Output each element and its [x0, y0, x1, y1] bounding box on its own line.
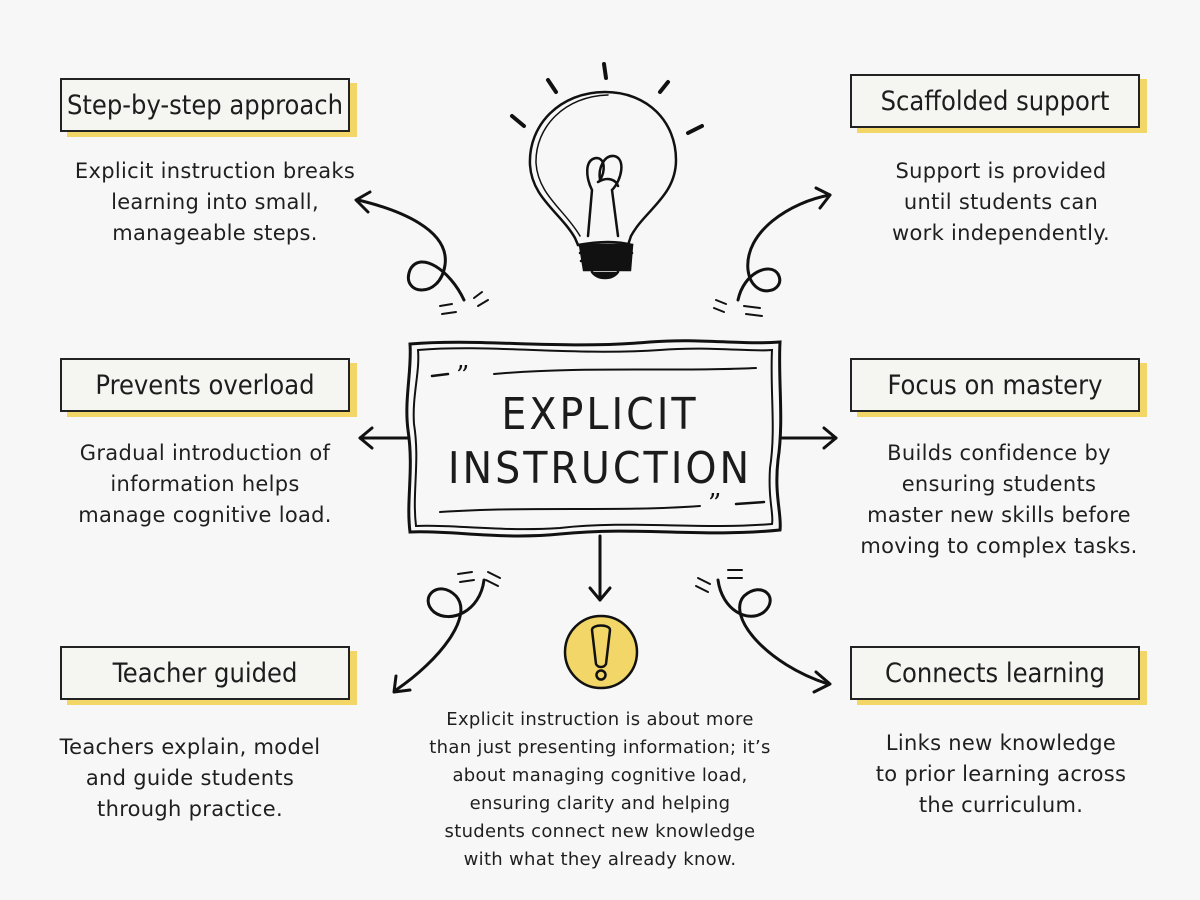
desc-line: manageable steps. [112, 221, 318, 245]
topic-desc-overload: Gradual introduction of information help… [40, 438, 370, 531]
desc-line: Builds confidence by [887, 441, 1111, 465]
summary-line: about managing cognitive load, [452, 765, 748, 786]
topic-label-overload: Prevents overload [60, 358, 350, 412]
topic-label-connects: Connects learning [850, 646, 1140, 700]
topic-label-mastery: Focus on mastery [850, 358, 1140, 412]
desc-line: moving to complex tasks. [860, 534, 1138, 558]
svg-text:”: ” [456, 361, 469, 391]
summary-line: ensuring clarity and helping [469, 793, 731, 814]
desc-line: the curriculum. [918, 793, 1084, 817]
summary-line: than just presenting information; it’s [429, 737, 771, 758]
topic-label-scaffolded: Scaffolded support [850, 74, 1140, 128]
topic-label-teacher: Teacher guided [60, 646, 350, 700]
summary-line: Explicit instruction is about more [446, 709, 754, 730]
desc-line: Support is provided [895, 159, 1107, 183]
summary-line: with what they already know. [463, 849, 737, 870]
desc-line: learning into small, [111, 190, 319, 214]
desc-line: and guide students [85, 766, 295, 790]
desc-line: information helps [110, 472, 300, 496]
desc-line: master new skills before [867, 503, 1131, 527]
desc-line: manage cognitive load. [78, 503, 332, 527]
summary-line: students connect new knowledge [444, 821, 756, 842]
desc-line: to prior learning across [875, 762, 1127, 786]
desc-line: until students can [903, 190, 1099, 214]
desc-line: through practice. [97, 797, 283, 821]
topic-desc-mastery: Builds confidence by ensuring students m… [826, 438, 1172, 562]
exclamation-icon [563, 614, 639, 690]
desc-line: Gradual introduction of [79, 441, 331, 465]
center-title: EXPLICIT INSTRUCTION [440, 388, 760, 496]
desc-line: ensuring students [901, 472, 1097, 496]
topic-desc-step-by-step: Explicit instruction breaks learning int… [40, 156, 390, 249]
center-title-line2: INSTRUCTION [447, 443, 753, 494]
summary-text: Explicit instruction is about more than … [390, 706, 810, 874]
topic-desc-teacher: Teachers explain, model and guide studen… [20, 732, 360, 825]
desc-line: work independently. [892, 221, 1110, 245]
lightbulb-icon [510, 62, 704, 280]
center-frame: ” ” [405, 339, 783, 538]
desc-line: Teachers explain, model [59, 735, 321, 759]
desc-line: Explicit instruction breaks [74, 159, 356, 183]
topic-desc-connects: Links new knowledge to prior learning ac… [836, 728, 1166, 821]
center-title-line1: EXPLICIT [501, 389, 699, 440]
desc-line: Links new knowledge [885, 731, 1117, 755]
topic-desc-scaffolded: Support is provided until students can w… [836, 156, 1166, 249]
svg-text:”: ” [708, 489, 721, 519]
connector-arrows [354, 186, 838, 694]
topic-label-step-by-step: Step-by-step approach [60, 78, 350, 132]
